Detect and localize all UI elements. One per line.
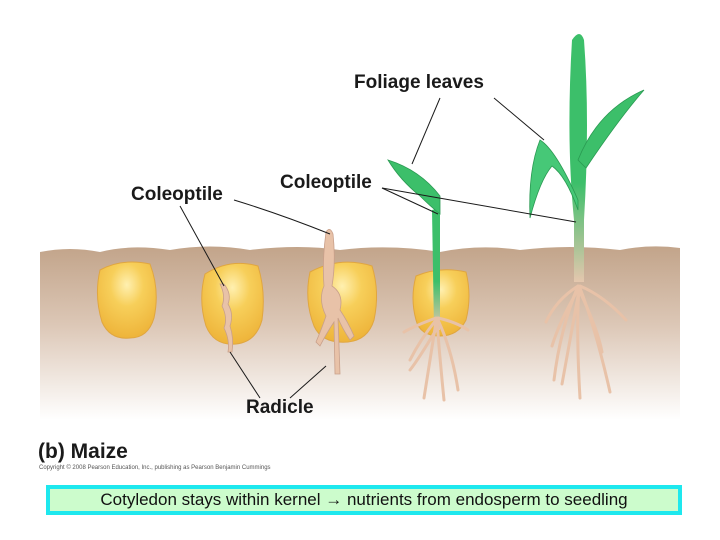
kernel-stage-3 <box>307 229 378 375</box>
label-coleoptile-right: Coleoptile <box>280 172 372 193</box>
caption-box: Cotyledon stays within kernel → nutrient… <box>46 485 682 515</box>
seedling-stage-5 <box>529 34 645 400</box>
caption-text: Cotyledon stays within kernel → nutrient… <box>100 490 628 509</box>
kernel-stage-1 <box>96 261 157 339</box>
label-foliage-leaves: Foliage leaves <box>354 72 484 93</box>
diagram-illustration <box>40 34 680 420</box>
label-coleoptile-left: Coleoptile <box>131 184 223 205</box>
kernel-stage-2 <box>201 262 264 353</box>
leader-lines <box>179 97 577 399</box>
kernel-stage-4 <box>387 159 470 402</box>
panel-label: (b) Maize <box>38 440 128 463</box>
copyright-text: Copyright © 2008 Pearson Education, Inc.… <box>39 465 271 471</box>
maize-germination-diagram: Foliage leaves Coleoptile Coleoptile Rad… <box>38 34 680 471</box>
label-radicle: Radicle <box>246 397 314 418</box>
